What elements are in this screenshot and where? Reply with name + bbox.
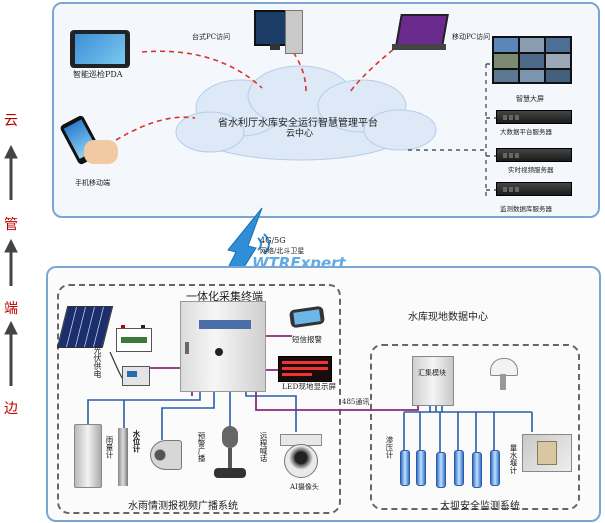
side-arrows [4,144,18,386]
collector-label: 汇集模块 [418,369,446,377]
desktop-stand-icon [270,44,280,50]
microphone-icon [222,426,238,448]
desktop-tower-icon [285,10,303,54]
broadcast-label: 预警广播 [197,432,206,462]
bigdata-server-label: 大数据平台服务器 [500,128,552,136]
side-label-edge: 边 [4,401,18,417]
side-label-cloud: 云 [4,113,18,129]
terminal-title: 一体化采集终端 [186,290,263,303]
weir-label: 量水堰计 [509,444,518,474]
network-label-2: 网络/北斗卫星 [260,247,305,255]
piezometer-icon [436,452,446,488]
pda-tablet-icon [70,30,130,68]
collection-terminal-cabinet-icon [180,301,266,392]
phone-label: 手机移动端 [75,179,110,187]
sms-label: 短信报警 [292,335,322,344]
database-server-label: 监测数据库服务器 [500,205,552,213]
laptop-base-icon [392,44,446,50]
hand-icon [84,140,118,164]
ai-camera-label: AI摄像头 [290,483,319,491]
video-server-label: 实时视频服务器 [508,166,554,174]
horn-speaker-icon [150,440,182,470]
side-label-end: 端 [4,301,18,317]
rs485-label: 485通讯 [342,398,370,406]
water-level-gauge-icon [118,428,128,486]
video-server-icon [496,148,572,162]
piezometer-icon [400,450,410,486]
collector-module-icon [412,356,454,406]
seepage-label: 渗压计 [385,436,394,459]
side-label-pipe: 管 [4,217,18,233]
platform-title: 省水利厅水库安全运行智慧管理平台 [218,118,378,129]
left-system-title: 水雨情测报视频广播系统 [128,501,238,512]
piezometer-icon [472,452,482,488]
rain-gauge-icon [74,424,102,488]
piezometer-icon [416,450,426,486]
microphone-base-icon [214,468,246,478]
led-display-icon [278,356,332,382]
video-wall-icon [492,36,572,84]
platform-subtitle: 云中心 [286,129,314,139]
database-server-icon [496,182,572,196]
edge-panel [46,266,601,522]
piezometer-icon [454,450,464,486]
microphone-stand-icon [228,448,232,470]
left-subsystem-frame [57,284,341,514]
desktop-pc-label: 台式PC访问 [192,33,231,41]
network-label-1: 4G/5G [260,236,286,245]
solar-label: 光伏供电 [93,346,102,378]
right-system-title: 大坝安全监测系统 [440,501,520,512]
data-center-title: 水库现地数据中心 [408,312,488,323]
piezometer-icon [490,450,500,486]
right-subsystem-frame [370,344,580,510]
bigdata-server-icon [496,110,572,124]
ai-camera-icon [284,444,318,478]
weir-icon [522,434,572,472]
mobile-pc-label: 移动PC访问 [452,33,491,41]
rain-gauge-label: 雨量计 [105,436,114,459]
intercom-label: 远程喊话 [259,432,268,462]
charge-controller-icon [122,366,150,386]
gnss-antenna-pole-icon [500,374,506,390]
battery-icon [116,325,152,352]
led-label: LED现地显示屏 [282,382,336,391]
water-level-label: 水位计 [132,430,141,453]
pda-label: 智能巡检PDA [73,70,123,79]
video-wall-label: 智慧大屏 [516,95,544,103]
